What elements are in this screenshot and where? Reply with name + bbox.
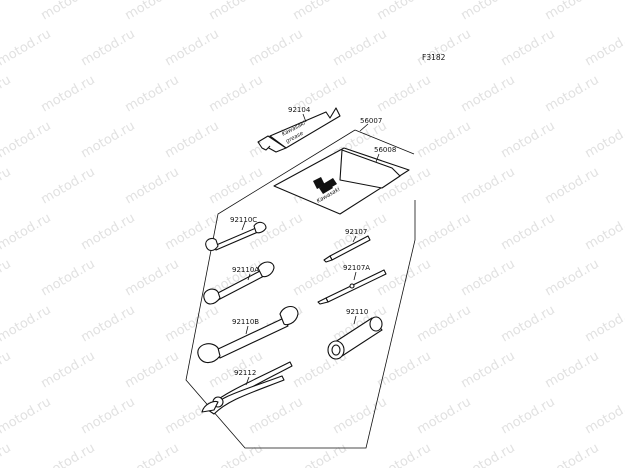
figure-number: F3182	[422, 53, 446, 62]
watermark-text: motod.ru	[79, 211, 138, 254]
watermark-text: motod.ru	[123, 0, 182, 23]
watermark-text: motod.ru	[375, 349, 434, 392]
label-92110: 92110	[346, 308, 368, 316]
watermark-text: motod.ru	[123, 257, 182, 300]
kawasaki-logo	[313, 177, 337, 194]
watermark-text: motod.ru	[543, 73, 602, 116]
label-92107: 92107	[345, 228, 367, 236]
watermark-text: motod.ru	[39, 349, 98, 392]
watermark-text: motod.ru	[163, 27, 222, 70]
wrench-large	[197, 305, 299, 364]
watermark-text: motod.ru	[39, 165, 98, 208]
label-92110C: 92110C	[230, 216, 257, 224]
screwdriver	[323, 235, 371, 263]
watermark-text: motod.ru	[0, 211, 54, 254]
watermark-text: motod.ru	[207, 0, 266, 23]
watermark-text: motod.ru	[499, 27, 558, 70]
watermark-text: motod.ru	[583, 119, 625, 162]
watermark-text: motod.ru	[331, 27, 390, 70]
watermark-text: motod.ru	[583, 27, 625, 70]
watermark-text: motod.ru	[123, 441, 182, 468]
watermark-text: motod.ru	[375, 0, 434, 23]
watermark-text: motod.ru	[39, 0, 98, 23]
watermark-text: motod.ru	[0, 119, 54, 162]
watermark-text: motod.ru	[0, 441, 14, 468]
label-92110A: 92110A	[232, 266, 259, 274]
watermark-text: motod.ru	[163, 119, 222, 162]
watermark-text: motod.ru	[459, 349, 518, 392]
watermark-text: motod.ru	[0, 395, 54, 438]
watermark-text: motod.ru	[331, 395, 390, 438]
watermark-text: motod.ru	[207, 73, 266, 116]
watermark-text: motod.ru	[0, 257, 14, 300]
wrench-small	[205, 221, 267, 252]
label-92107A: 92107A	[343, 264, 370, 272]
watermark-text: motod.ru	[499, 119, 558, 162]
watermark-text: motod.ru	[0, 27, 54, 70]
watermark-text: motod.ru	[543, 441, 602, 468]
watermark-text: motod.ru	[0, 73, 14, 116]
watermark-text: motod.ru	[247, 395, 306, 438]
watermark-text: motod.ru	[459, 441, 518, 468]
watermark-text: motod.ru	[499, 211, 558, 254]
watermark-text: motod.ru	[583, 303, 625, 346]
label-92104: 92104	[288, 106, 311, 114]
watermark-text: motod.ru	[79, 27, 138, 70]
watermark-text: motod.ru	[207, 441, 266, 468]
watermark-text: motod.ru	[459, 73, 518, 116]
watermark-text: motod.ru	[375, 441, 434, 468]
plug-wrench	[327, 316, 383, 360]
watermark-text: motod.ru	[291, 441, 350, 468]
watermark-text: motod.ru	[39, 257, 98, 300]
wrench-medium	[203, 261, 275, 305]
watermark-text: motod.ru	[291, 0, 350, 23]
watermark-text: motod.ru	[543, 0, 602, 23]
watermark-text: motod.ru	[459, 165, 518, 208]
watermark-text: motod.ru	[583, 211, 625, 254]
watermark-text: motod.ru	[499, 395, 558, 438]
label-92112: 92112	[234, 369, 256, 377]
watermark-text: motod.ru	[415, 211, 474, 254]
watermark-text: motod.ru	[375, 257, 434, 300]
screwdriver-handle	[317, 269, 387, 305]
tool-bag: Kawasaki	[273, 147, 410, 215]
watermark-text: motod.ru	[79, 119, 138, 162]
watermark-text: motod.ru	[459, 0, 518, 23]
watermark-text: motod.ru	[0, 0, 14, 23]
watermark-text: motod.ru	[79, 303, 138, 346]
watermark-text: motod.ru	[415, 119, 474, 162]
watermark-text: motod.ru	[0, 303, 54, 346]
watermark-text: motod.ru	[0, 349, 14, 392]
label-56008: 56008	[374, 146, 396, 154]
grease-tube: Kawasaki grease	[257, 107, 341, 153]
watermark-text: motod.ru	[123, 73, 182, 116]
watermark-text: motod.ru	[163, 303, 222, 346]
watermark-text: motod.ru	[415, 395, 474, 438]
pliers	[201, 361, 293, 415]
label-56007: 56007	[360, 117, 382, 125]
watermark-text: motod.ru	[543, 349, 602, 392]
watermark-text: motod.ru	[415, 27, 474, 70]
watermark-text: motod.ru	[39, 73, 98, 116]
watermark-text: motod.ru	[207, 165, 266, 208]
watermark-text: motod.ru	[459, 257, 518, 300]
watermark-text: motod.ru	[123, 165, 182, 208]
watermark-text: motod.ru	[39, 441, 98, 468]
watermark-text: motod.ru	[0, 165, 14, 208]
tool-kit-frame	[185, 129, 416, 449]
watermark-text: motod.ru	[79, 395, 138, 438]
watermark-text: motod.ru	[543, 165, 602, 208]
watermark-text: motod.ru	[247, 27, 306, 70]
label-92110B: 92110B	[232, 318, 259, 326]
watermark-text: motod.ru	[543, 257, 602, 300]
watermark-text: motod.ru	[123, 349, 182, 392]
watermark-text: motod.ru	[583, 395, 625, 438]
watermark-text: motod.ru	[375, 73, 434, 116]
watermark-text: motod.ru	[415, 303, 474, 346]
watermark-text: motod.ru	[499, 303, 558, 346]
